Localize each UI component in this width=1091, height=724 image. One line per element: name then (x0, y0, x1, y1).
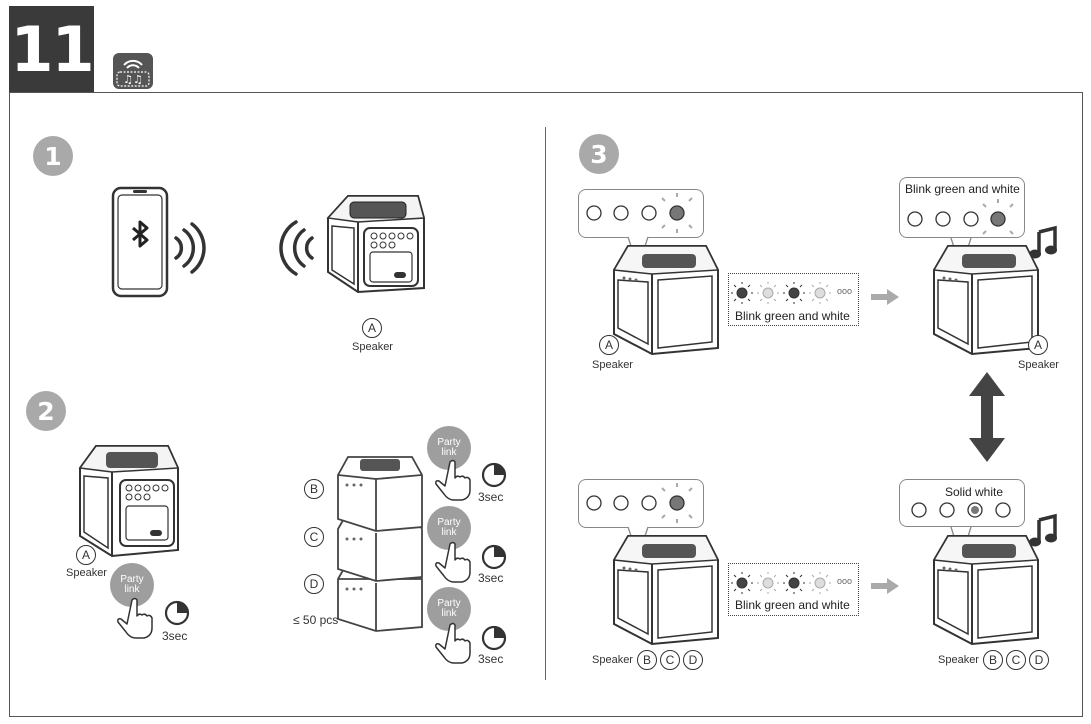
arrow-right-icon (871, 578, 899, 594)
indicator-bubble-a-blink (899, 177, 1025, 238)
blink-status-text: Blink green and white (905, 182, 1020, 196)
double-arrow-icon (969, 372, 1005, 462)
speaker-bcd-label-left: Speaker (592, 654, 633, 666)
speaker-top-view-bcd2 (932, 535, 1040, 646)
hand-press-icon (435, 622, 471, 664)
phone-icon (111, 186, 169, 298)
hand-press-icon (435, 541, 471, 583)
speaker-d-letter: D (304, 574, 324, 594)
party-link-music-icon: ♫♫ (113, 53, 153, 89)
stacked-speakers-illustration (337, 456, 423, 632)
speaker-a-letter-step3-right: A (1028, 335, 1048, 355)
blink-ellipsis-bottom: ooo (837, 576, 853, 586)
speaker-c-letter-step3-right: C (1006, 650, 1026, 670)
max-pcs-label: ≤ 50 pcs (293, 613, 339, 627)
content-frame (9, 92, 1083, 717)
step-3-badge: 3 (579, 134, 619, 174)
speaker-b-letter: B (304, 479, 324, 499)
speaker-d-letter-step3-right: D (1029, 650, 1049, 670)
page-number: 11 (9, 6, 95, 92)
blink-sequence-box-top (728, 273, 859, 326)
hand-press-icon (117, 597, 153, 639)
speaker-top-view-a (612, 245, 720, 356)
hold-time-label-d: 3sec (478, 652, 504, 666)
step-1-badge: 1 (33, 136, 73, 176)
blink-sequence-text-bottom: Blink green and white (735, 598, 850, 612)
speaker-a-illustration (326, 195, 425, 294)
solid-status-text: Solid white (945, 485, 1004, 499)
speaker-b-letter-step3-right: B (983, 650, 1003, 670)
timer-icon (481, 462, 507, 488)
svg-text:♫♫: ♫♫ (123, 73, 143, 86)
speaker-c-letter-step3: C (660, 650, 680, 670)
speaker-a-letter-step2: A (76, 545, 96, 565)
timer-icon (164, 600, 190, 626)
hand-press-icon (435, 459, 471, 501)
speaker-a-illustration-step2 (78, 445, 180, 558)
timer-icon (481, 544, 507, 570)
music-note-icon (1029, 513, 1057, 547)
bluetooth-waves-icon (174, 222, 206, 274)
blink-sequence-box-bottom (728, 563, 859, 616)
blink-sequence-leds (731, 572, 831, 594)
indicator-leds (586, 193, 693, 270)
blink-ellipsis: ooo (837, 286, 853, 296)
hold-time-label: 3sec (162, 629, 188, 643)
speaker-a-letter: A (362, 318, 382, 338)
blink-sequence-text-top: Blink green and white (735, 309, 850, 323)
signal-waves-icon (279, 220, 314, 276)
hold-time-label-b: 3sec (478, 490, 504, 504)
speaker-b-letter-step3: B (637, 650, 657, 670)
hold-time-label-c: 3sec (478, 571, 504, 585)
music-note-icon (1029, 225, 1057, 259)
speaker-c-letter: C (304, 527, 324, 547)
speaker-a-letter-step3: A (599, 335, 619, 355)
step-2-badge: 2 (26, 391, 66, 431)
speaker-a-label-step3: Speaker (592, 359, 633, 371)
speaker-top-view-bcd (612, 535, 720, 646)
blink-sequence-leds (731, 282, 831, 304)
arrow-right-icon (871, 289, 899, 305)
speaker-a-label: Speaker (352, 341, 393, 353)
speaker-a-label-step2: Speaker (66, 567, 107, 579)
speaker-bcd-label-right: Speaker (938, 654, 979, 666)
speaker-a-label-step3-right: Speaker (1018, 359, 1059, 371)
panel-divider (545, 127, 546, 680)
timer-icon (481, 625, 507, 651)
speaker-top-view-a2 (932, 245, 1040, 356)
speaker-d-letter-step3: D (683, 650, 703, 670)
